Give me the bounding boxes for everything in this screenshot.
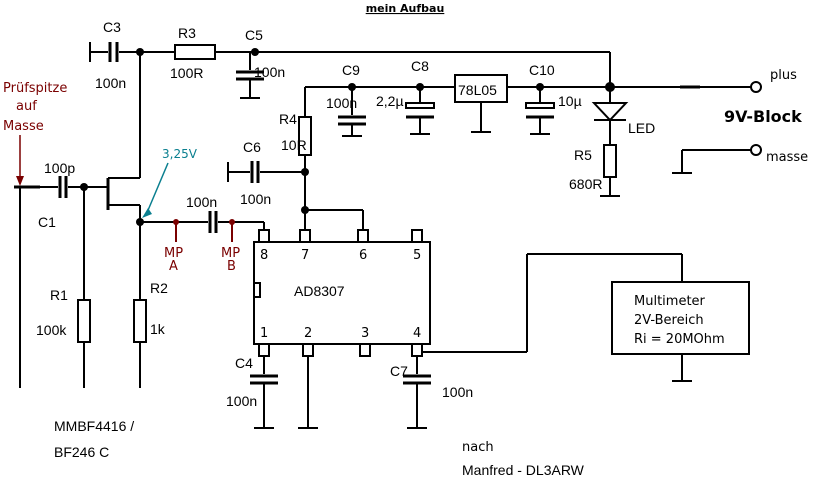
svg-text:100n: 100n: [95, 75, 126, 91]
svg-text:B: B: [227, 259, 236, 274]
svg-text:5: 5: [413, 248, 421, 263]
svg-text:C3: C3: [103, 19, 121, 35]
svg-text:Prüfspitze: Prüfspitze: [3, 81, 67, 96]
masse-terminal: [750, 144, 762, 156]
svg-text:1: 1: [260, 326, 268, 341]
svg-text:R4: R4: [279, 111, 297, 127]
svg-text:C7: C7: [390, 363, 408, 379]
svg-text:Multimeter: Multimeter: [634, 294, 706, 309]
svg-text:auf: auf: [16, 99, 37, 114]
svg-text:R2: R2: [150, 280, 168, 296]
svg-text:A: A: [169, 259, 178, 274]
svg-text:100n: 100n: [186, 194, 217, 210]
plus-terminal: [750, 81, 762, 93]
transistor-type: MMBF4416 /: [54, 418, 134, 434]
svg-text:masse: masse: [766, 150, 808, 165]
svg-text:3: 3: [361, 326, 369, 341]
svg-text:10µ: 10µ: [558, 93, 582, 109]
svg-text:Masse: Masse: [3, 119, 44, 134]
svg-text:100n: 100n: [254, 64, 285, 80]
svg-text:100n: 100n: [442, 384, 473, 400]
svg-text:78L05: 78L05: [458, 82, 497, 98]
svg-text:3,25V: 3,25V: [162, 147, 198, 161]
credit: nach: [462, 440, 494, 455]
svg-text:R1: R1: [50, 287, 68, 303]
svg-text:Manfred - DL3ARW: Manfred - DL3ARW: [462, 462, 585, 478]
page-title: mein Aufbau: [366, 2, 445, 15]
svg-text:R3: R3: [178, 25, 196, 41]
svg-text:C5: C5: [245, 27, 263, 43]
svg-text:plus: plus: [770, 68, 797, 83]
battery-label: 9V-Block: [724, 107, 802, 126]
svg-text:AD8307: AD8307: [294, 283, 345, 299]
svg-text:10R: 10R: [281, 137, 307, 153]
svg-text:1k: 1k: [150, 321, 166, 337]
svg-text:680R: 680R: [569, 176, 602, 192]
svg-text:2: 2: [304, 326, 312, 341]
svg-text:C4: C4: [235, 355, 253, 371]
svg-text:100p: 100p: [44, 160, 75, 176]
svg-text:C10: C10: [529, 62, 555, 78]
svg-text:2V-Bereich: 2V-Bereich: [634, 313, 704, 328]
multimeter-box: [611, 281, 750, 355]
svg-text:MP: MP: [221, 246, 240, 261]
svg-text:BF246 C: BF246 C: [54, 444, 109, 460]
svg-text:Ri = 20MOhm: Ri = 20MOhm: [634, 332, 725, 347]
svg-text:C1: C1: [38, 214, 56, 230]
svg-text:MP: MP: [164, 246, 183, 261]
svg-text:4: 4: [413, 326, 421, 341]
svg-text:7: 7: [301, 248, 309, 263]
svg-text:8: 8: [260, 248, 268, 263]
svg-text:100n: 100n: [240, 191, 271, 207]
svg-text:R5: R5: [574, 147, 592, 163]
svg-text:2,2µ: 2,2µ: [376, 93, 404, 109]
svg-text:LED: LED: [628, 120, 655, 136]
svg-text:100n: 100n: [226, 393, 257, 409]
probe-label: Prüfspitze auf Masse: [3, 81, 67, 134]
led-symbol: [591, 102, 629, 122]
svg-text:100R: 100R: [170, 65, 203, 81]
svg-text:C9: C9: [342, 62, 360, 78]
svg-text:100k: 100k: [36, 322, 67, 338]
svg-text:C8: C8: [411, 58, 429, 74]
svg-text:100n: 100n: [326, 95, 357, 111]
svg-text:C6: C6: [243, 139, 261, 155]
svg-text:6: 6: [359, 248, 367, 263]
